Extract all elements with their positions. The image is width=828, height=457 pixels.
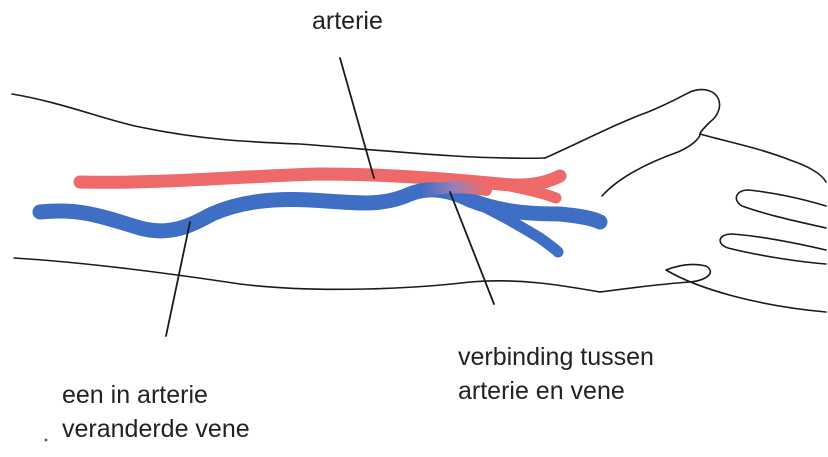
leader-line-vein (166, 222, 190, 336)
arm-upper-outline (12, 94, 545, 158)
fistula-connection (422, 187, 486, 192)
label-vein-line-1: een in arterie (62, 378, 250, 412)
label-vein: een in arterie veranderde vene (62, 378, 250, 446)
speck-mark (45, 439, 48, 442)
palm-lower-outline (600, 264, 826, 312)
label-connection-line-2: arterie en vene (458, 374, 654, 408)
artery-vessel (80, 174, 560, 185)
finger-outline-2 (720, 234, 826, 264)
label-vein-line-2: veranderde vene (62, 412, 250, 446)
label-connection-line-1: verbinding tussen (458, 340, 654, 374)
label-connection: verbinding tussen arterie en vene (458, 340, 654, 408)
hand-outline (545, 90, 826, 182)
leader-line-artery (340, 58, 374, 178)
finger-outline-1 (736, 190, 826, 228)
arm-lower-outline (14, 258, 600, 292)
label-artery: arterie (312, 4, 383, 38)
thumb-outline (602, 134, 700, 196)
